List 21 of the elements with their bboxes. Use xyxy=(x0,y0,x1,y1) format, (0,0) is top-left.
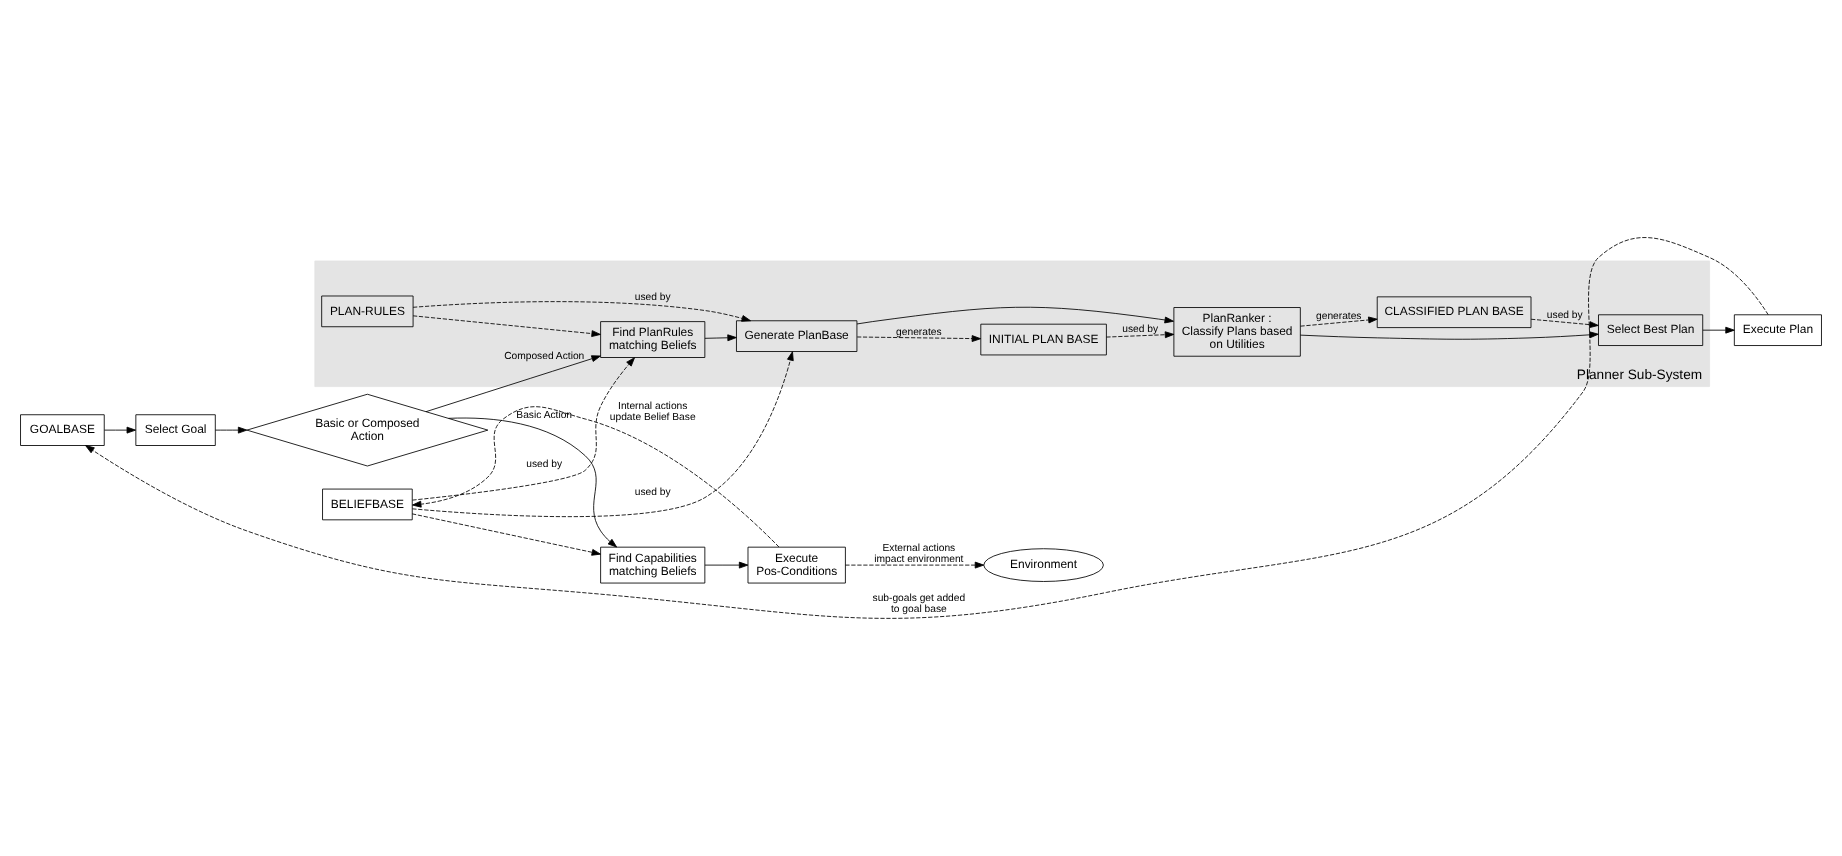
arrow xyxy=(1530,318,1599,329)
arrow xyxy=(845,561,985,569)
arrow xyxy=(1299,331,1599,340)
arrow xyxy=(1702,326,1735,334)
arrow xyxy=(704,561,749,569)
arrow xyxy=(856,306,1174,325)
arrow xyxy=(85,237,1769,619)
arrow xyxy=(856,335,982,342)
arrow xyxy=(412,351,794,518)
arrow xyxy=(412,315,601,337)
arrow xyxy=(412,357,635,501)
arrow xyxy=(704,334,737,342)
arrow xyxy=(412,301,751,322)
arrow xyxy=(448,417,618,548)
arrow xyxy=(1106,331,1175,339)
arrow xyxy=(425,355,601,413)
arrow xyxy=(411,513,601,556)
arrow xyxy=(104,426,136,434)
arrow xyxy=(214,426,248,434)
arrow xyxy=(412,406,780,548)
arrow xyxy=(1300,316,1378,327)
